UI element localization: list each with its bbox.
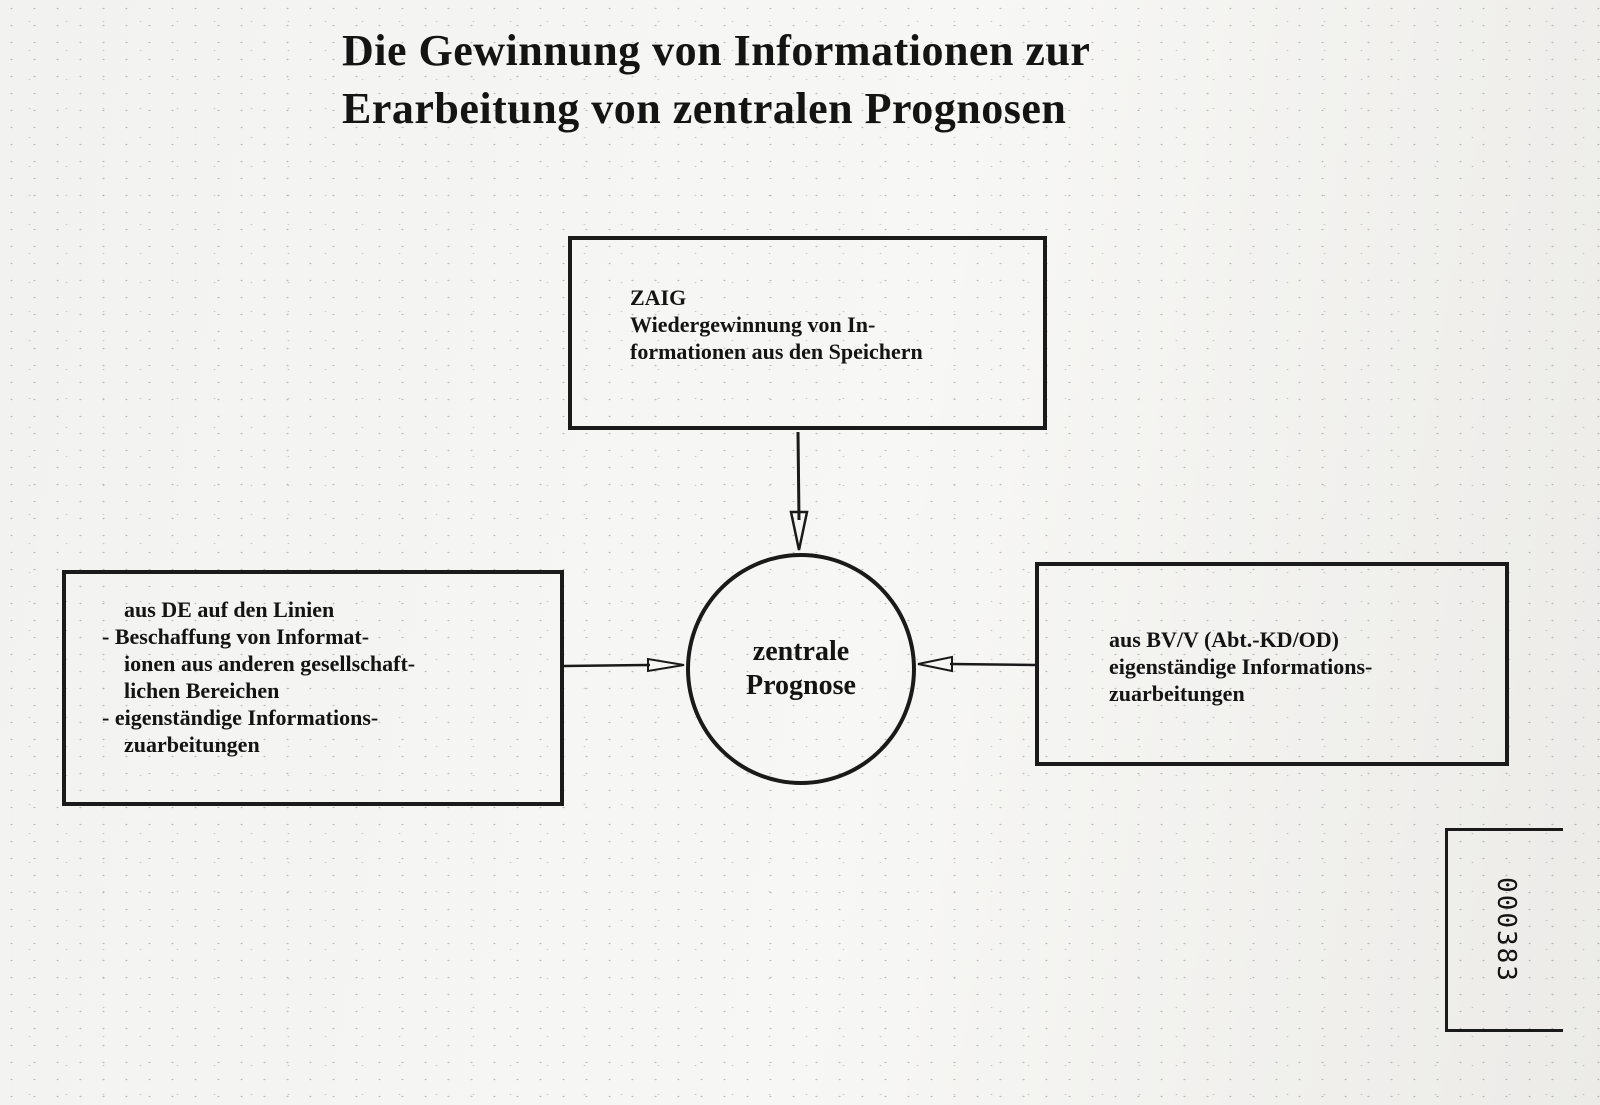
left-item-2-line-1: - eigenständige Informations- [102, 705, 379, 730]
bv-box: aus BV/V (Abt.-KD/OD) eigenständige Info… [1035, 562, 1509, 766]
title-line-2: Erarbeitung von zentralen Prognosen [342, 84, 1067, 133]
zaig-box: ZAIG Wiedergewinnung von In- formationen… [568, 236, 1047, 430]
zaig-text-1: Wiedergewinnung von In- [630, 312, 876, 337]
arrowhead-right [917, 655, 953, 673]
left-heading: aus DE auf den Linien [124, 597, 335, 622]
right-line-1: aus BV/V (Abt.-KD/OD) [1109, 627, 1340, 652]
central-forecast-node: zentrale Prognose [686, 553, 916, 785]
left-item-1-line-1: - Beschaffung von Informat- [102, 624, 370, 649]
arrow-top-to-center [796, 431, 801, 521]
zaig-heading: ZAIG [630, 285, 687, 310]
title-line-1: Die Gewinnung von Informationen zur [342, 26, 1091, 75]
right-line-3: zuarbeitungen [1109, 681, 1245, 706]
stamp-number: 000383 [1490, 877, 1521, 983]
center-line-1: zentrale [752, 636, 850, 667]
right-line-2: eigenständige Informations- [1109, 654, 1373, 679]
left-item-2-line-2: zuarbeitungen [124, 732, 260, 757]
page-title: Die Gewinnung von Informationen zur Erar… [342, 22, 1302, 138]
left-item-1-line-3: lichen Bereichen [124, 678, 280, 703]
zaig-text-2: formationen aus den Speichern [630, 339, 923, 364]
arrowhead-top [789, 510, 809, 551]
de-lines-box: aus DE auf den Linien - Beschaffung von … [62, 570, 564, 806]
arrow-right-to-center [949, 662, 1036, 667]
arrowhead-left [647, 657, 685, 673]
center-line-2: Prognose [746, 670, 856, 701]
left-item-1-line-2: ionen aus anderen gesellschaft- [124, 651, 416, 676]
archive-stamp: 000383 [1445, 828, 1563, 1032]
arrow-left-to-center [563, 663, 651, 668]
